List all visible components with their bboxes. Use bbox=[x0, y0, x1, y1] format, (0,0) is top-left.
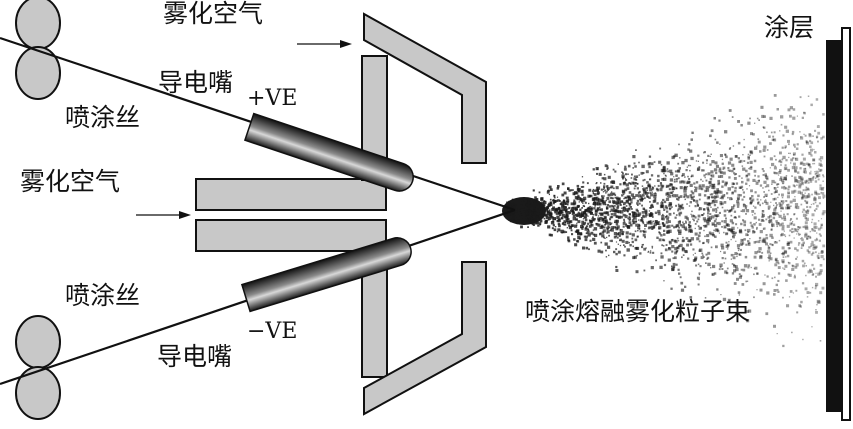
conductive-nozzle-top bbox=[243, 112, 414, 192]
arrow-right-icon bbox=[136, 211, 191, 219]
air-channel-lower-plate bbox=[195, 219, 387, 252]
wire-spool-top bbox=[15, 0, 61, 100]
label-polarity-negative: −VE bbox=[247, 319, 297, 344]
spray-particle-stream bbox=[502, 94, 826, 348]
label-wire-top: 喷涂丝 bbox=[65, 103, 140, 132]
arrow-right-icon bbox=[297, 40, 352, 48]
label-nozzle-top: 导电嘴 bbox=[158, 68, 233, 97]
label-particle-stream: 喷涂熔融雾化粒子束 bbox=[525, 297, 750, 326]
label-nozzle-bottom: 导电嘴 bbox=[157, 342, 232, 371]
label-wire-bottom: 喷涂丝 bbox=[65, 281, 140, 310]
conductive-nozzle-bottom bbox=[240, 237, 412, 313]
air-cap-bottom bbox=[363, 261, 487, 416]
air-cap-top bbox=[363, 12, 487, 164]
label-atomizing-air-mid: 雾化空气 bbox=[20, 167, 120, 196]
coating-substrate bbox=[826, 27, 851, 421]
wire-spool-bottom bbox=[15, 315, 61, 420]
label-atomizing-air-top: 雾化空气 bbox=[163, 0, 263, 28]
label-polarity-positive: +VE bbox=[247, 86, 297, 111]
label-coating: 涂层 bbox=[764, 13, 814, 42]
air-channel-upper-plate bbox=[195, 178, 387, 211]
